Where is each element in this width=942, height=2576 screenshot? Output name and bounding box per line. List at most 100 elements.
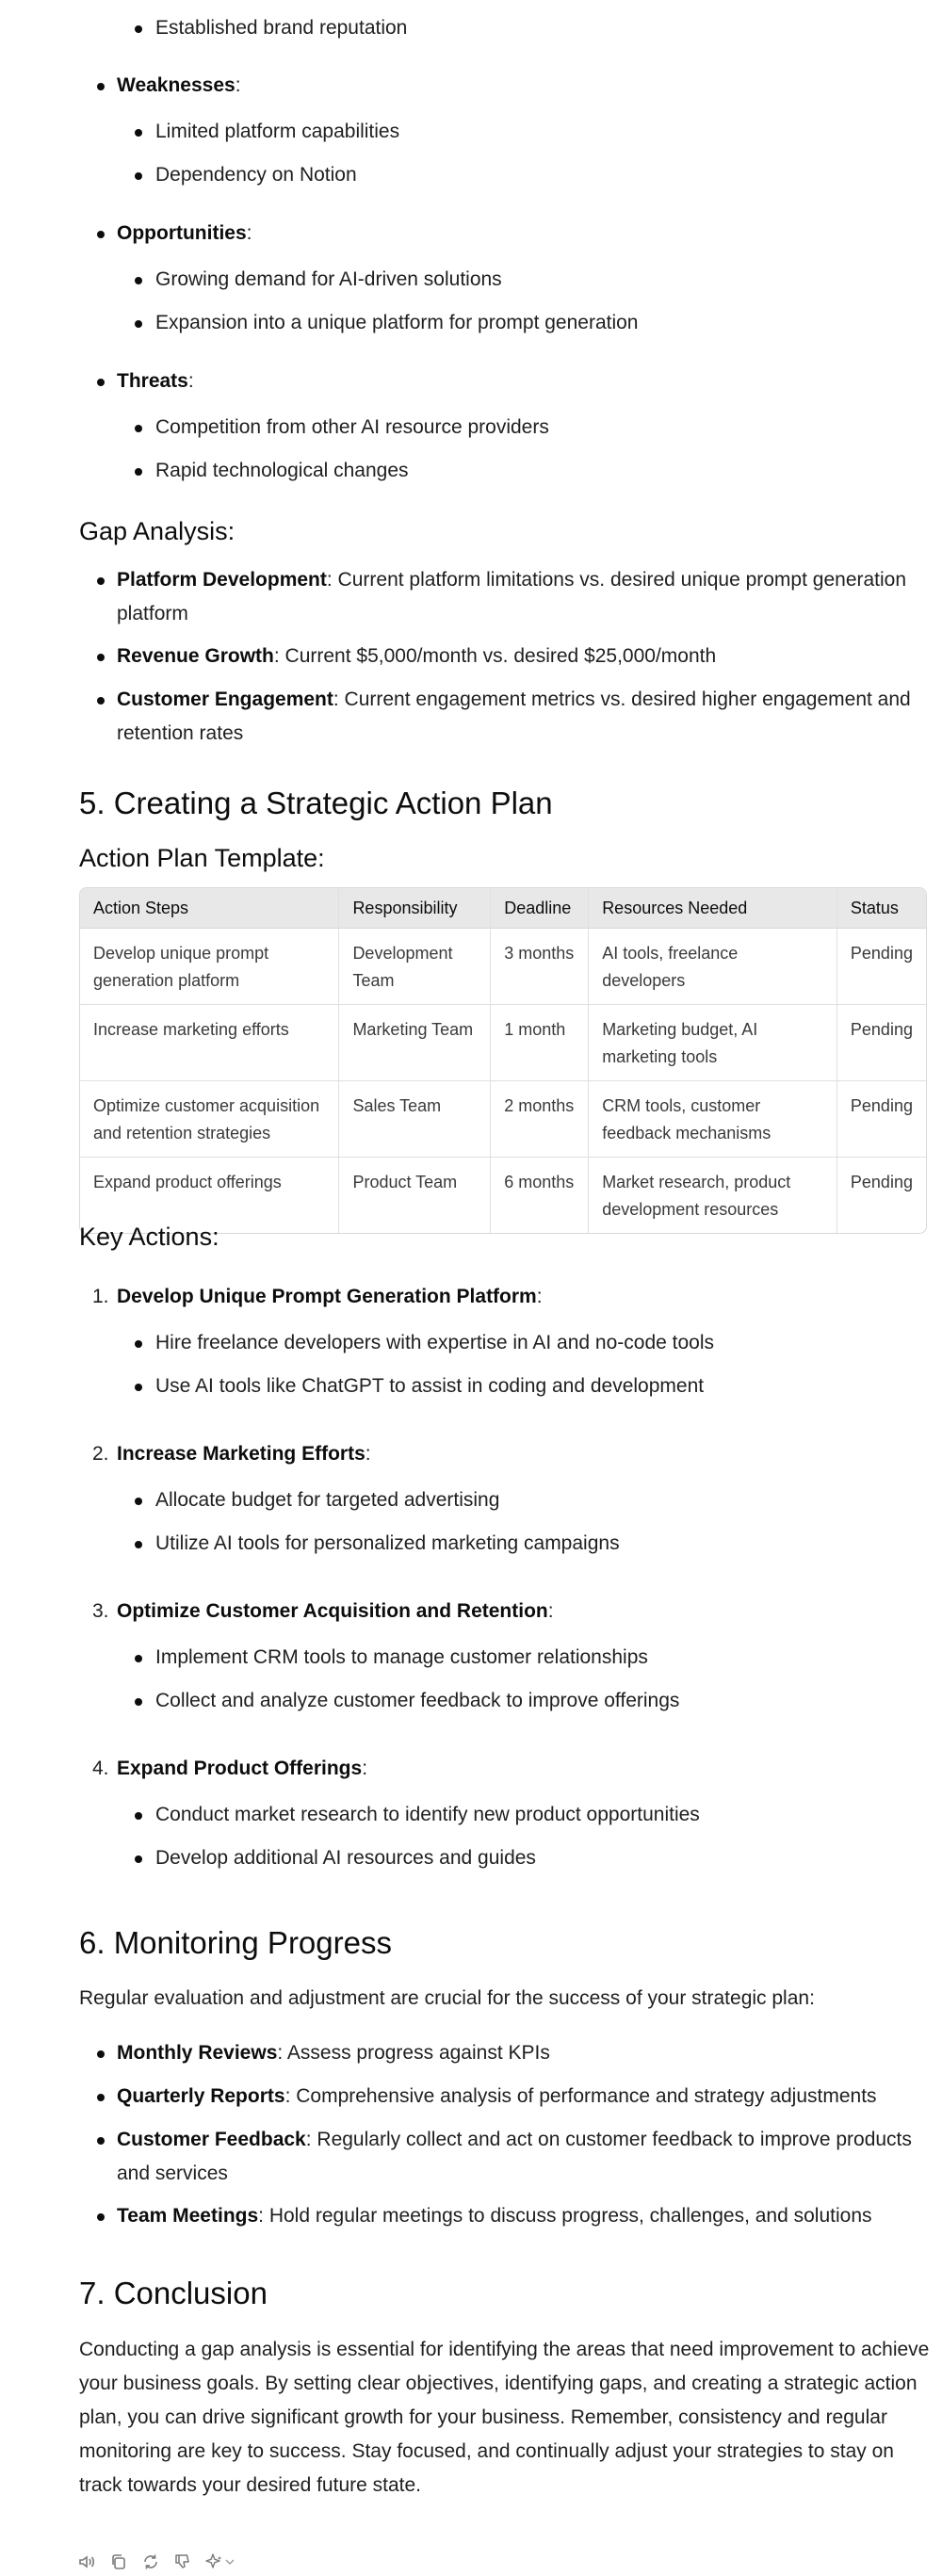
gap-heading: Gap Analysis: [79,517,236,545]
item-label: Customer Feedback [117,2129,306,2150]
list-item: Limited platform capabilities [155,121,400,142]
item-text: : Regularly collect and act on customer … [117,2129,912,2184]
list-item: Growing demand for AI-driven solutions [155,268,502,290]
list-item: Quarterly Reports: Comprehensive analysi… [117,2080,927,2114]
list-item: Collect and analyze customer feedback to… [155,1690,680,1711]
key-action-title: Develop Unique Prompt Generation Platfor… [117,1286,543,1307]
bullet-icon [135,1541,142,1548]
key-action-title: Increase Marketing Efforts: [117,1443,371,1465]
bullet-icon [135,129,142,137]
table-row: Increase marketing efforts Marketing Tea… [80,1005,926,1081]
list-item: Dependency on Notion [155,164,357,186]
table-row: Develop unique prompt generation platfor… [80,929,926,1005]
swot-opportunities: Opportunities: [117,222,252,244]
swot-label: Weaknesses [117,74,236,96]
item-text: : Assess progress against KPIs [277,2042,550,2064]
sparkle-model-icon[interactable] [205,2552,237,2571]
bullet-icon [135,1340,142,1348]
column-header: Responsibility [339,888,492,929]
bullet-icon [135,1855,142,1863]
read-aloud-icon[interactable] [77,2552,96,2571]
list-number: 3. [92,1600,109,1622]
regenerate-icon[interactable] [141,2552,160,2571]
thumbs-down-icon[interactable] [173,2552,192,2571]
bullet-icon [135,1655,142,1662]
list-number: 1. [92,1286,109,1307]
table-cell: 6 months [491,1158,590,1233]
table-cell: Development Team [339,929,492,1005]
swot-label: Opportunities [117,222,247,244]
table-cell: 3 months [491,929,590,1005]
key-action-title: Optimize Customer Acquisition and Retent… [117,1600,554,1622]
paragraph: Regular evaluation and adjustment are cr… [79,1987,815,2009]
list-item: Utilize AI tools for personalized market… [155,1532,620,1554]
section-heading: 6. Monitoring Progress [79,1925,392,1960]
table-header-row: Action Steps Responsibility Deadline Res… [80,888,926,929]
list-item: Conduct market research to identify new … [155,1804,700,1825]
key-action-title: Expand Product Offerings: [117,1758,368,1779]
table-cell: Pending [850,1173,913,1191]
bullet-icon [97,654,105,661]
table-cell: Optimize customer acquisition and retent… [80,1081,340,1158]
list-number: 4. [92,1758,109,1779]
bullet-icon [97,2137,105,2145]
bullet-icon [97,2050,105,2058]
item-text: : Current platform limitations vs. desir… [117,569,907,624]
bullet-icon [97,379,105,386]
bullet-icon [97,697,105,705]
list-item: Hire freelance developers with expertise… [155,1332,715,1353]
key-action-label: Optimize Customer Acquisition and Retent… [117,1600,548,1622]
action-plan-table: Action Steps Responsibility Deadline Res… [79,887,927,1234]
table-cell: Marketing Team [339,1005,492,1081]
list-item: Allocate budget for targeted advertising [155,1489,500,1511]
bullet-icon [135,468,142,476]
section-heading: 7. Conclusion [79,2276,268,2310]
list-item: Platform Development: Current platform l… [117,563,927,631]
table-cell: Marketing budget, AI marketing tools [589,1005,837,1081]
item-label: Team Meetings [117,2205,259,2227]
bullet-icon [135,1698,142,1706]
item-label: Platform Development [117,569,327,591]
table-cell: 1 month [491,1005,590,1081]
bullet-icon [135,172,142,180]
subsection-heading: Key Actions: [79,1223,219,1251]
bullet-icon [135,1384,142,1391]
bullet-icon [135,320,142,328]
item-label: Revenue Growth [117,645,274,667]
bullet-icon [97,577,105,585]
bullet-icon [97,83,105,90]
table-row: Optimize customer acquisition and retent… [80,1081,926,1158]
item-label: Customer Engagement [117,689,333,710]
table-cell: Market research, product development res… [589,1158,837,1233]
column-header: Resources Needed [589,888,837,929]
table-cell: Pending [836,1081,926,1158]
swot-threats: Threats: [117,370,194,392]
key-action-label: Develop Unique Prompt Generation Platfor… [117,1286,537,1307]
message-toolbar [77,2552,237,2571]
table-cell: CRM tools, customer feedback mechanisms [589,1081,837,1158]
list-item: Customer Feedback: Regularly collect and… [117,2123,927,2191]
table-cell: Sales Team [339,1081,492,1158]
item-text: : Current $5,000/month vs. desired $25,0… [273,645,717,667]
bullet-icon [97,2213,105,2221]
item-text: : Comprehensive analysis of performance … [284,2085,877,2107]
swot-label: Threats [117,370,188,392]
list-item: Develop additional AI resources and guid… [155,1847,536,1869]
bullet-icon [135,1812,142,1820]
list-number: 2. [92,1443,109,1465]
table-cell: Develop unique prompt generation platfor… [80,929,340,1005]
column-header: Deadline [491,888,590,929]
key-action-label: Expand Product Offerings [117,1758,363,1779]
swot-weaknesses: Weaknesses: [117,74,241,96]
list-item: Monthly Reviews: Assess progress against… [117,2036,927,2070]
copy-icon[interactable] [109,2552,128,2571]
item-label: Quarterly Reports [117,2085,285,2107]
bullet-icon [135,277,142,284]
list-item: Rapid technological changes [155,460,409,481]
list-item: Revenue Growth: Current $5,000/month vs.… [117,640,927,673]
bullet-icon [97,2094,105,2101]
table-row: Expand product offerings Product Team 6 … [80,1158,926,1233]
section-heading: 5. Creating a Strategic Action Plan [79,786,553,820]
bullet-icon [135,425,142,432]
